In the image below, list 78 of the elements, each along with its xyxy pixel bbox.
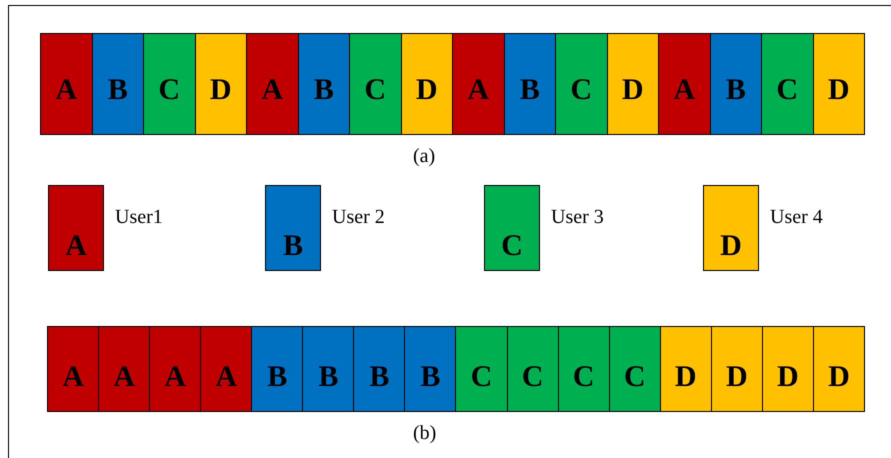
colored-block (149, 326, 202, 412)
user-label: User 4 (770, 207, 823, 227)
block-letter: C (364, 75, 386, 105)
block-letter: D (674, 362, 697, 392)
block-letter: B (108, 75, 128, 105)
colored-block (349, 33, 402, 135)
block-letter: D (726, 362, 748, 392)
colored-block (558, 326, 610, 412)
colored-block (761, 33, 814, 135)
colored-block (265, 185, 321, 271)
colored-block (92, 33, 144, 135)
colored-block (353, 326, 406, 412)
block-letter: C (572, 362, 594, 392)
block-letter: A (62, 362, 84, 392)
block-letter: D (210, 75, 232, 105)
block-letter: C (570, 75, 592, 105)
colored-block (812, 33, 865, 135)
colored-block (606, 33, 659, 135)
subfigure-label: (a) (413, 146, 436, 166)
block-letter: C (158, 75, 180, 105)
colored-block (484, 185, 540, 271)
block-letter: C (501, 231, 523, 261)
colored-block (48, 185, 104, 271)
block-letter: D (828, 75, 850, 105)
block-letter: A (215, 362, 238, 392)
colored-block (452, 33, 504, 135)
colored-block (143, 33, 196, 135)
block-letter: B (314, 75, 334, 105)
block-letter: C (522, 362, 544, 392)
colored-block (703, 185, 759, 271)
colored-block (400, 33, 453, 135)
user-label: User1 (115, 207, 163, 227)
colored-block (98, 326, 150, 412)
block-letter: C (470, 362, 492, 392)
colored-block (504, 33, 556, 135)
block-letter: D (720, 231, 742, 261)
colored-block (40, 33, 92, 135)
block-letter: A (467, 75, 490, 105)
colored-block (404, 326, 456, 412)
block-letter: B (369, 362, 390, 392)
colored-block (200, 326, 252, 412)
colored-block (246, 33, 298, 135)
colored-block (194, 33, 247, 135)
block-letter: C (776, 75, 798, 105)
block-letter: B (520, 75, 540, 105)
colored-block (762, 326, 814, 412)
block-letter: D (622, 75, 644, 105)
colored-block (251, 326, 304, 412)
block-letter: A (113, 362, 135, 392)
block-letter: B (282, 231, 303, 261)
block-letter: B (420, 362, 440, 392)
block-letter: A (55, 75, 78, 105)
colored-block (710, 326, 763, 412)
user-label: User 3 (551, 207, 604, 227)
colored-block (710, 33, 762, 135)
colored-block (47, 326, 100, 412)
colored-block (660, 326, 712, 412)
block-letter: A (673, 75, 696, 105)
subfigure-label: (b) (413, 423, 436, 443)
colored-block (658, 33, 710, 135)
colored-block (455, 326, 508, 412)
colored-block (298, 33, 350, 135)
block-letter: D (777, 362, 799, 392)
block-letter: A (261, 75, 284, 105)
block-letter: B (726, 75, 746, 105)
block-letter: A (164, 362, 186, 392)
colored-block (302, 326, 354, 412)
block-letter: D (828, 362, 850, 392)
user-label: User 2 (332, 207, 385, 227)
block-letter: C (624, 362, 646, 392)
colored-block (608, 326, 661, 412)
block-letter: B (267, 362, 288, 392)
block-letter: B (318, 362, 338, 392)
colored-block (555, 33, 608, 135)
colored-block (812, 326, 865, 412)
block-letter: A (65, 231, 87, 261)
colored-block (506, 326, 559, 412)
block-letter: D (416, 75, 438, 105)
